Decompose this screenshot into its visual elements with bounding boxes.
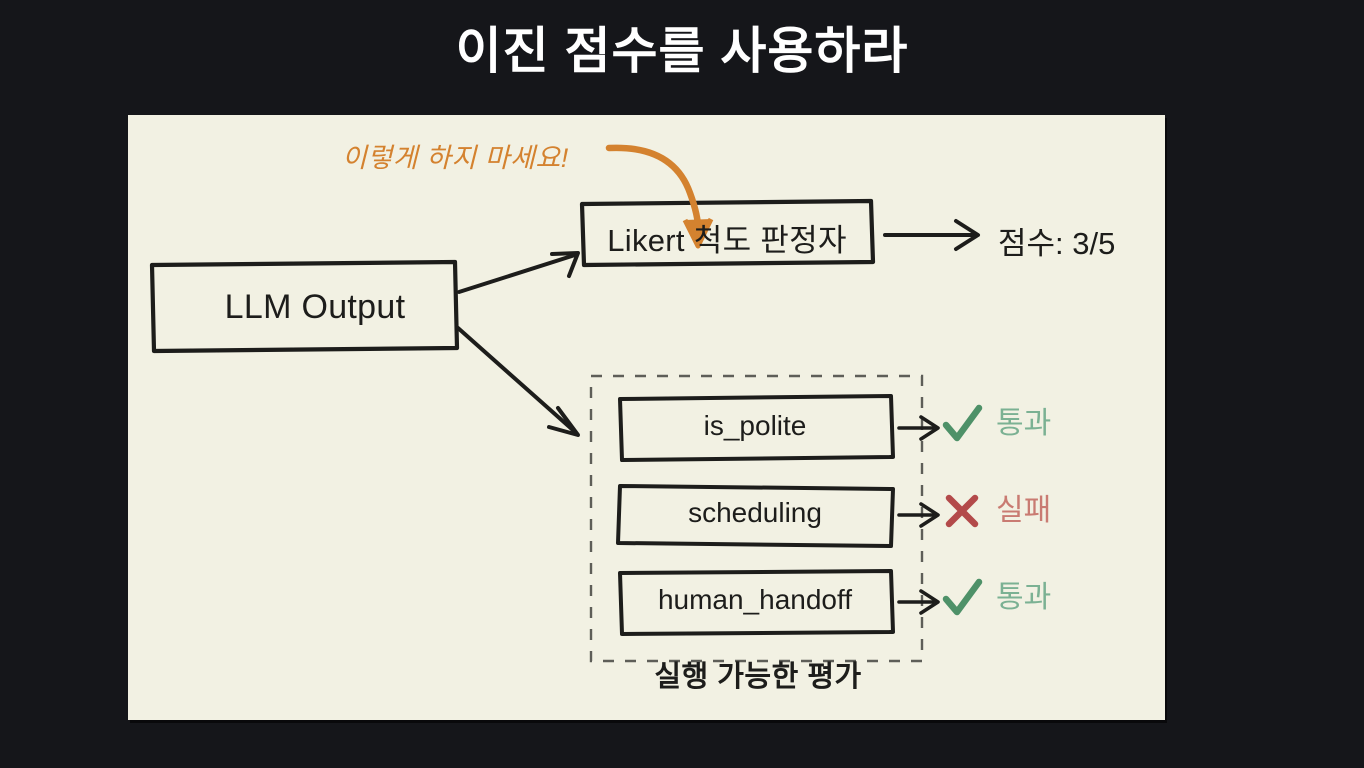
check-icon: [942, 578, 983, 616]
check-box-0: [618, 394, 895, 462]
check-arrow-0-icon: [897, 415, 940, 441]
check-arrow-1-icon: [897, 502, 940, 528]
likert-judge-label: Likert 척도 판정자: [607, 223, 847, 258]
branch-arrow-up-icon: [457, 251, 580, 294]
group-caption: 실행 가능한 평가: [654, 661, 862, 693]
verdict-label-1: 실패: [996, 494, 1052, 527]
verdict-label-2: 통과: [996, 581, 1052, 614]
check-box-2: [618, 569, 895, 636]
cross-icon: [945, 494, 979, 528]
annotation-label: 이렇게 하지 마세요!: [342, 143, 569, 173]
score-arrow-icon: [883, 219, 980, 251]
check-arrow-2-icon: [897, 589, 940, 615]
likert-judge-box: [579, 198, 876, 268]
check-label-is-polite: is_polite: [703, 410, 807, 441]
llm-output-box: [149, 259, 460, 354]
page-title: 이진 점수를 사용하라: [455, 23, 909, 79]
diagram-strokes: [149, 144, 980, 663]
check-label-scheduling: scheduling: [688, 497, 822, 528]
diagram-canvas: LLM Output 이렇게 하지 마세요! Likert 척도 판정자 점수:…: [128, 115, 1165, 720]
verdict-label-0: 통과: [996, 407, 1052, 440]
check-label-human-handoff: human_handoff: [657, 584, 853, 615]
verdict-row-1: 실패: [940, 489, 1051, 533]
llm-output-label: LLM Output: [224, 288, 406, 326]
check-icon: [942, 404, 983, 442]
verdict-row-0: 통과: [940, 402, 1051, 446]
likert-score-result: 점수: 3/5: [998, 226, 1116, 261]
verdict-row-2: 통과: [940, 576, 1051, 620]
annotation-curved-arrow-icon: [605, 144, 714, 249]
branch-arrow-down-icon: [456, 326, 580, 437]
check-box-1: [616, 484, 895, 548]
